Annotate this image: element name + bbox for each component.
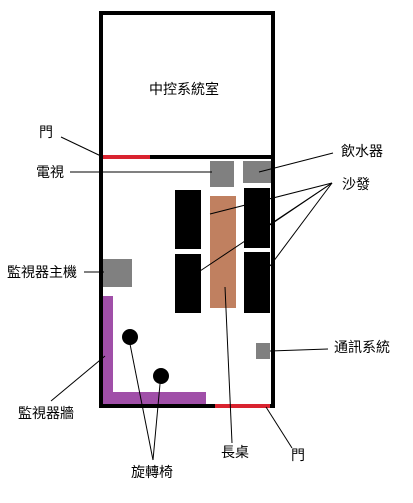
label-door-top: 門 <box>39 125 53 141</box>
leader-communication-system <box>269 348 329 352</box>
sofa-right-bottom <box>244 252 270 313</box>
tv <box>210 161 234 187</box>
long-table <box>210 196 236 308</box>
monitor-wall <box>103 296 206 404</box>
leader-door-top <box>60 136 104 158</box>
label-tv: 電視 <box>36 165 64 181</box>
sofa-right-top <box>244 188 270 248</box>
leader-long-table <box>224 286 233 444</box>
swivel-chair-1 <box>122 329 138 345</box>
monitor-host <box>103 259 132 287</box>
sofa-left-bottom <box>175 254 201 313</box>
label-sofa: 沙發 <box>342 177 370 193</box>
water-dispenser <box>243 161 271 183</box>
sofa-left-top <box>175 190 201 249</box>
outer-wall <box>99 11 275 408</box>
label-control-room: 中控系統室 <box>149 81 219 98</box>
leader-door-bottom <box>265 406 293 449</box>
leader-swivel-chair-2 <box>152 383 161 461</box>
label-door-bottom: 門 <box>291 448 305 464</box>
label-communication-system: 通訊系統 <box>334 340 390 356</box>
label-long-table: 長桌 <box>221 445 249 461</box>
swivel-chair-2 <box>153 368 169 384</box>
communication-system <box>256 343 270 359</box>
leader-sofa-4 <box>269 182 333 267</box>
leader-swivel-chair-1 <box>129 343 154 461</box>
label-swivel-chair: 旋轉椅 <box>131 465 173 481</box>
label-water-dispenser: 飲水器 <box>341 144 383 160</box>
label-monitor-host: 監視器主機 <box>7 264 77 281</box>
leader-water-dispenser <box>258 152 334 173</box>
leader-sofa-3 <box>199 182 333 272</box>
label-monitor-wall: 監視器牆 <box>18 405 74 422</box>
leader-sofa-1 <box>209 182 333 215</box>
leader-monitor-wall <box>50 355 106 402</box>
